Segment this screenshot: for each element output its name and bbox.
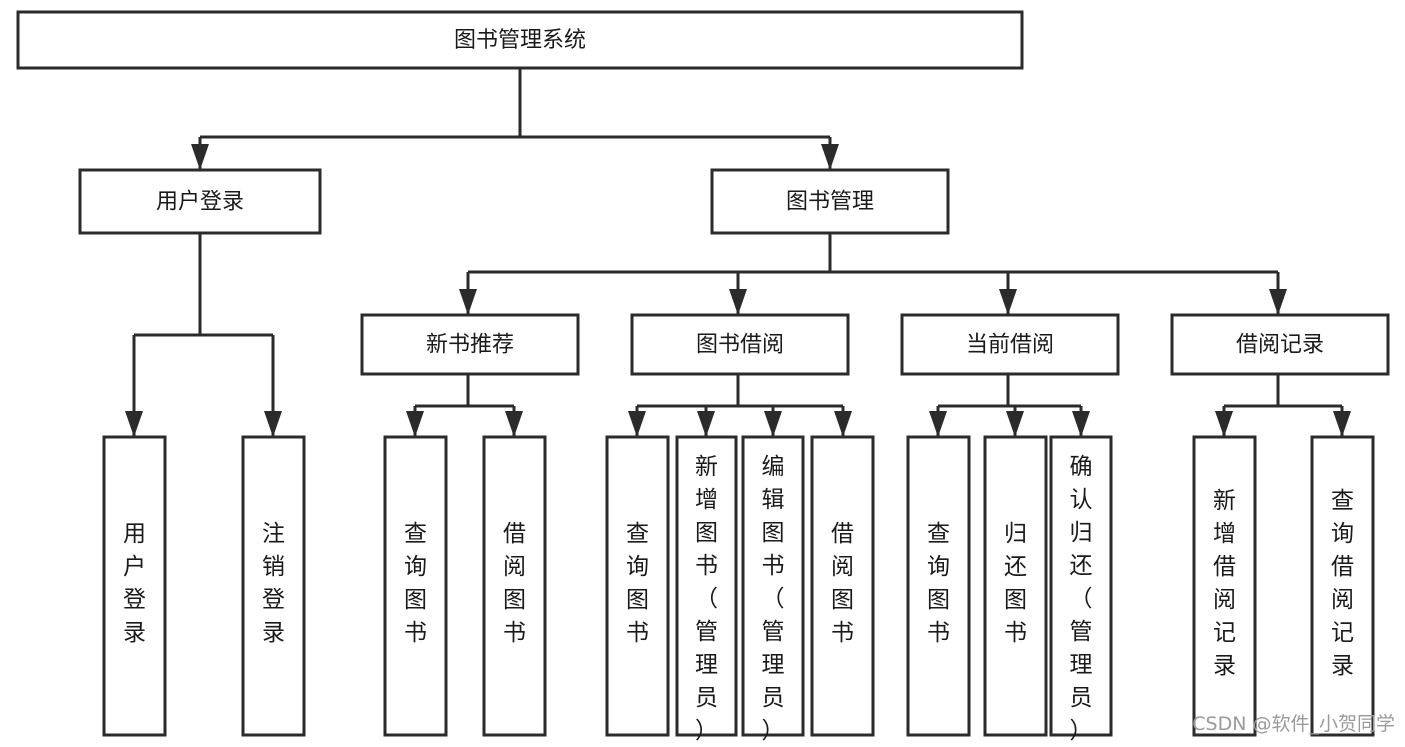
node-leaf-add-borrow-record[interactable]: 新增借阅记录 [1192, 435, 1257, 737]
arrow-head-icon [764, 411, 782, 437]
node-label-leaf-edit-book-admin: 编辑图书（管理员） [762, 454, 785, 744]
node-label-new-book-recommend: 新书推荐 [426, 333, 514, 358]
node-box-leaf-borrow-book[interactable] [810, 435, 875, 737]
node-box-leaf-query-book[interactable] [605, 435, 670, 737]
node-label-leaf-borrow-book-recommend: 借阅图书 [503, 521, 526, 646]
node-label-leaf-query-book: 查询图书 [626, 521, 649, 646]
node-leaf-confirm-return-admin[interactable]: 确认归还（管理员） [1049, 435, 1113, 744]
node-box-user-login[interactable] [78, 168, 322, 235]
node-leaf-return-book[interactable]: 归还图书 [983, 435, 1048, 737]
node-label-leaf-logout: 注销登录 [262, 521, 285, 646]
node-box-leaf-borrow-book-recommend[interactable] [482, 435, 547, 737]
node-book-management[interactable]: 图书管理 [710, 168, 950, 235]
arrow-head-icon [834, 411, 852, 437]
node-box-leaf-logout[interactable] [241, 435, 306, 737]
node-root[interactable]: 图书管理系统 [16, 10, 1024, 70]
arrow-head-icon [821, 144, 839, 170]
arrow-head-icon [264, 411, 282, 437]
node-box-leaf-add-book-admin[interactable] [675, 435, 738, 737]
node-box-book-borrow[interactable] [630, 313, 850, 376]
node-leaf-user-login[interactable]: 用户登录 [102, 435, 167, 737]
node-label-leaf-query-book-recommend: 查询图书 [404, 521, 427, 646]
arrow-head-icon [1269, 289, 1287, 315]
node-label-leaf-add-borrow-record: 新增借阅记录 [1213, 488, 1236, 679]
node-box-book-management[interactable] [710, 168, 950, 235]
node-leaf-query-borrow-record[interactable]: 查询借阅记录 [1310, 435, 1375, 737]
node-box-root[interactable] [16, 10, 1024, 70]
arrow-head-icon [505, 411, 523, 437]
node-label-book-borrow: 图书借阅 [696, 333, 784, 358]
node-user-login[interactable]: 用户登录 [78, 168, 322, 235]
arrow-head-icon [697, 411, 715, 437]
node-label-leaf-borrow-book: 借阅图书 [831, 521, 854, 646]
node-leaf-query-book[interactable]: 查询图书 [605, 435, 670, 737]
arrow-head-icon [628, 411, 646, 437]
node-leaf-edit-book-admin[interactable]: 编辑图书（管理员） [741, 435, 805, 744]
node-borrow-records[interactable]: 借阅记录 [1170, 313, 1390, 376]
node-label-borrow-records: 借阅记录 [1236, 333, 1324, 358]
node-label-current-borrow: 当前借阅 [966, 333, 1054, 358]
node-box-leaf-return-book[interactable] [983, 435, 1048, 737]
node-box-borrow-records[interactable] [1170, 313, 1390, 376]
node-new-book-recommend[interactable]: 新书推荐 [360, 313, 580, 376]
node-leaf-borrow-book[interactable]: 借阅图书 [810, 435, 875, 737]
node-current-borrow[interactable]: 当前借阅 [900, 313, 1120, 376]
node-label-leaf-query-borrow-record: 查询借阅记录 [1331, 488, 1354, 679]
arrow-head-icon [1215, 411, 1233, 437]
arrow-head-icon [191, 144, 209, 170]
nodes-layer: 图书管理系统用户登录图书管理新书推荐图书借阅当前借阅借阅记录用户登录注销登录查询… [16, 10, 1390, 744]
node-box-leaf-confirm-return-admin[interactable] [1049, 435, 1113, 737]
node-leaf-query-book-current[interactable]: 查询图书 [906, 435, 971, 737]
node-book-borrow[interactable]: 图书借阅 [630, 313, 850, 376]
watermark-label: CSDN @软件_小贺同学 [1192, 713, 1395, 735]
node-label-leaf-confirm-return-admin: 确认归还（管理员） [1070, 454, 1093, 744]
node-box-leaf-user-login[interactable] [102, 435, 167, 737]
node-box-leaf-add-borrow-record[interactable] [1192, 435, 1257, 737]
node-leaf-logout[interactable]: 注销登录 [241, 435, 306, 737]
node-box-current-borrow[interactable] [900, 313, 1120, 376]
node-box-leaf-query-book-recommend[interactable] [383, 435, 448, 737]
node-label-root: 图书管理系统 [454, 28, 586, 53]
node-label-leaf-query-book-current: 查询图书 [927, 521, 950, 646]
node-leaf-add-book-admin[interactable]: 新增图书（管理员） [675, 435, 738, 744]
node-leaf-borrow-book-recommend[interactable]: 借阅图书 [482, 435, 547, 737]
arrow-head-icon [999, 289, 1017, 315]
node-box-leaf-query-borrow-record[interactable] [1310, 435, 1375, 737]
node-leaf-query-book-recommend[interactable]: 查询图书 [383, 435, 448, 737]
arrow-head-icon [1333, 411, 1351, 437]
arrow-head-icon [929, 411, 947, 437]
arrow-head-icon [1006, 411, 1024, 437]
node-label-leaf-user-login: 用户登录 [123, 521, 146, 646]
arrow-head-icon [1072, 411, 1090, 437]
node-box-new-book-recommend[interactable] [360, 313, 580, 376]
node-label-user-login: 用户登录 [156, 190, 244, 215]
arrow-head-icon [729, 289, 747, 315]
connectors-layer [125, 68, 1351, 437]
arrow-head-icon [459, 289, 477, 315]
node-label-leaf-return-book: 归还图书 [1004, 521, 1027, 646]
arrow-head-icon [125, 411, 143, 437]
arrow-head-icon [406, 411, 424, 437]
node-box-leaf-query-book-current[interactable] [906, 435, 971, 737]
node-label-leaf-add-book-admin: 新增图书（管理员） [695, 454, 718, 744]
node-label-book-management: 图书管理 [786, 190, 874, 215]
node-box-leaf-edit-book-admin[interactable] [741, 435, 805, 737]
